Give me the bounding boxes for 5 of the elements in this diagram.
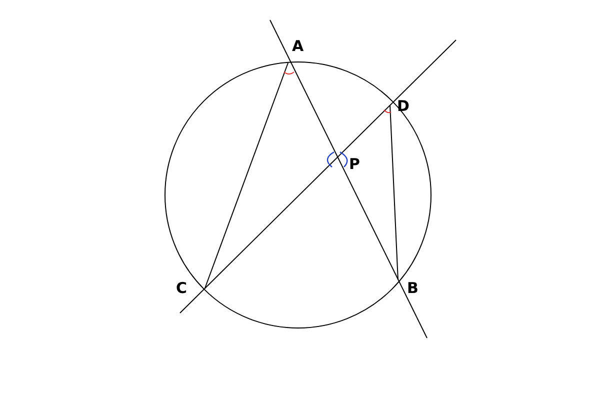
point-label: P xyxy=(349,157,360,172)
point-label: C xyxy=(176,281,188,296)
point-label: B xyxy=(407,281,418,296)
point-label: A xyxy=(292,39,304,54)
point-label: D xyxy=(397,99,410,114)
